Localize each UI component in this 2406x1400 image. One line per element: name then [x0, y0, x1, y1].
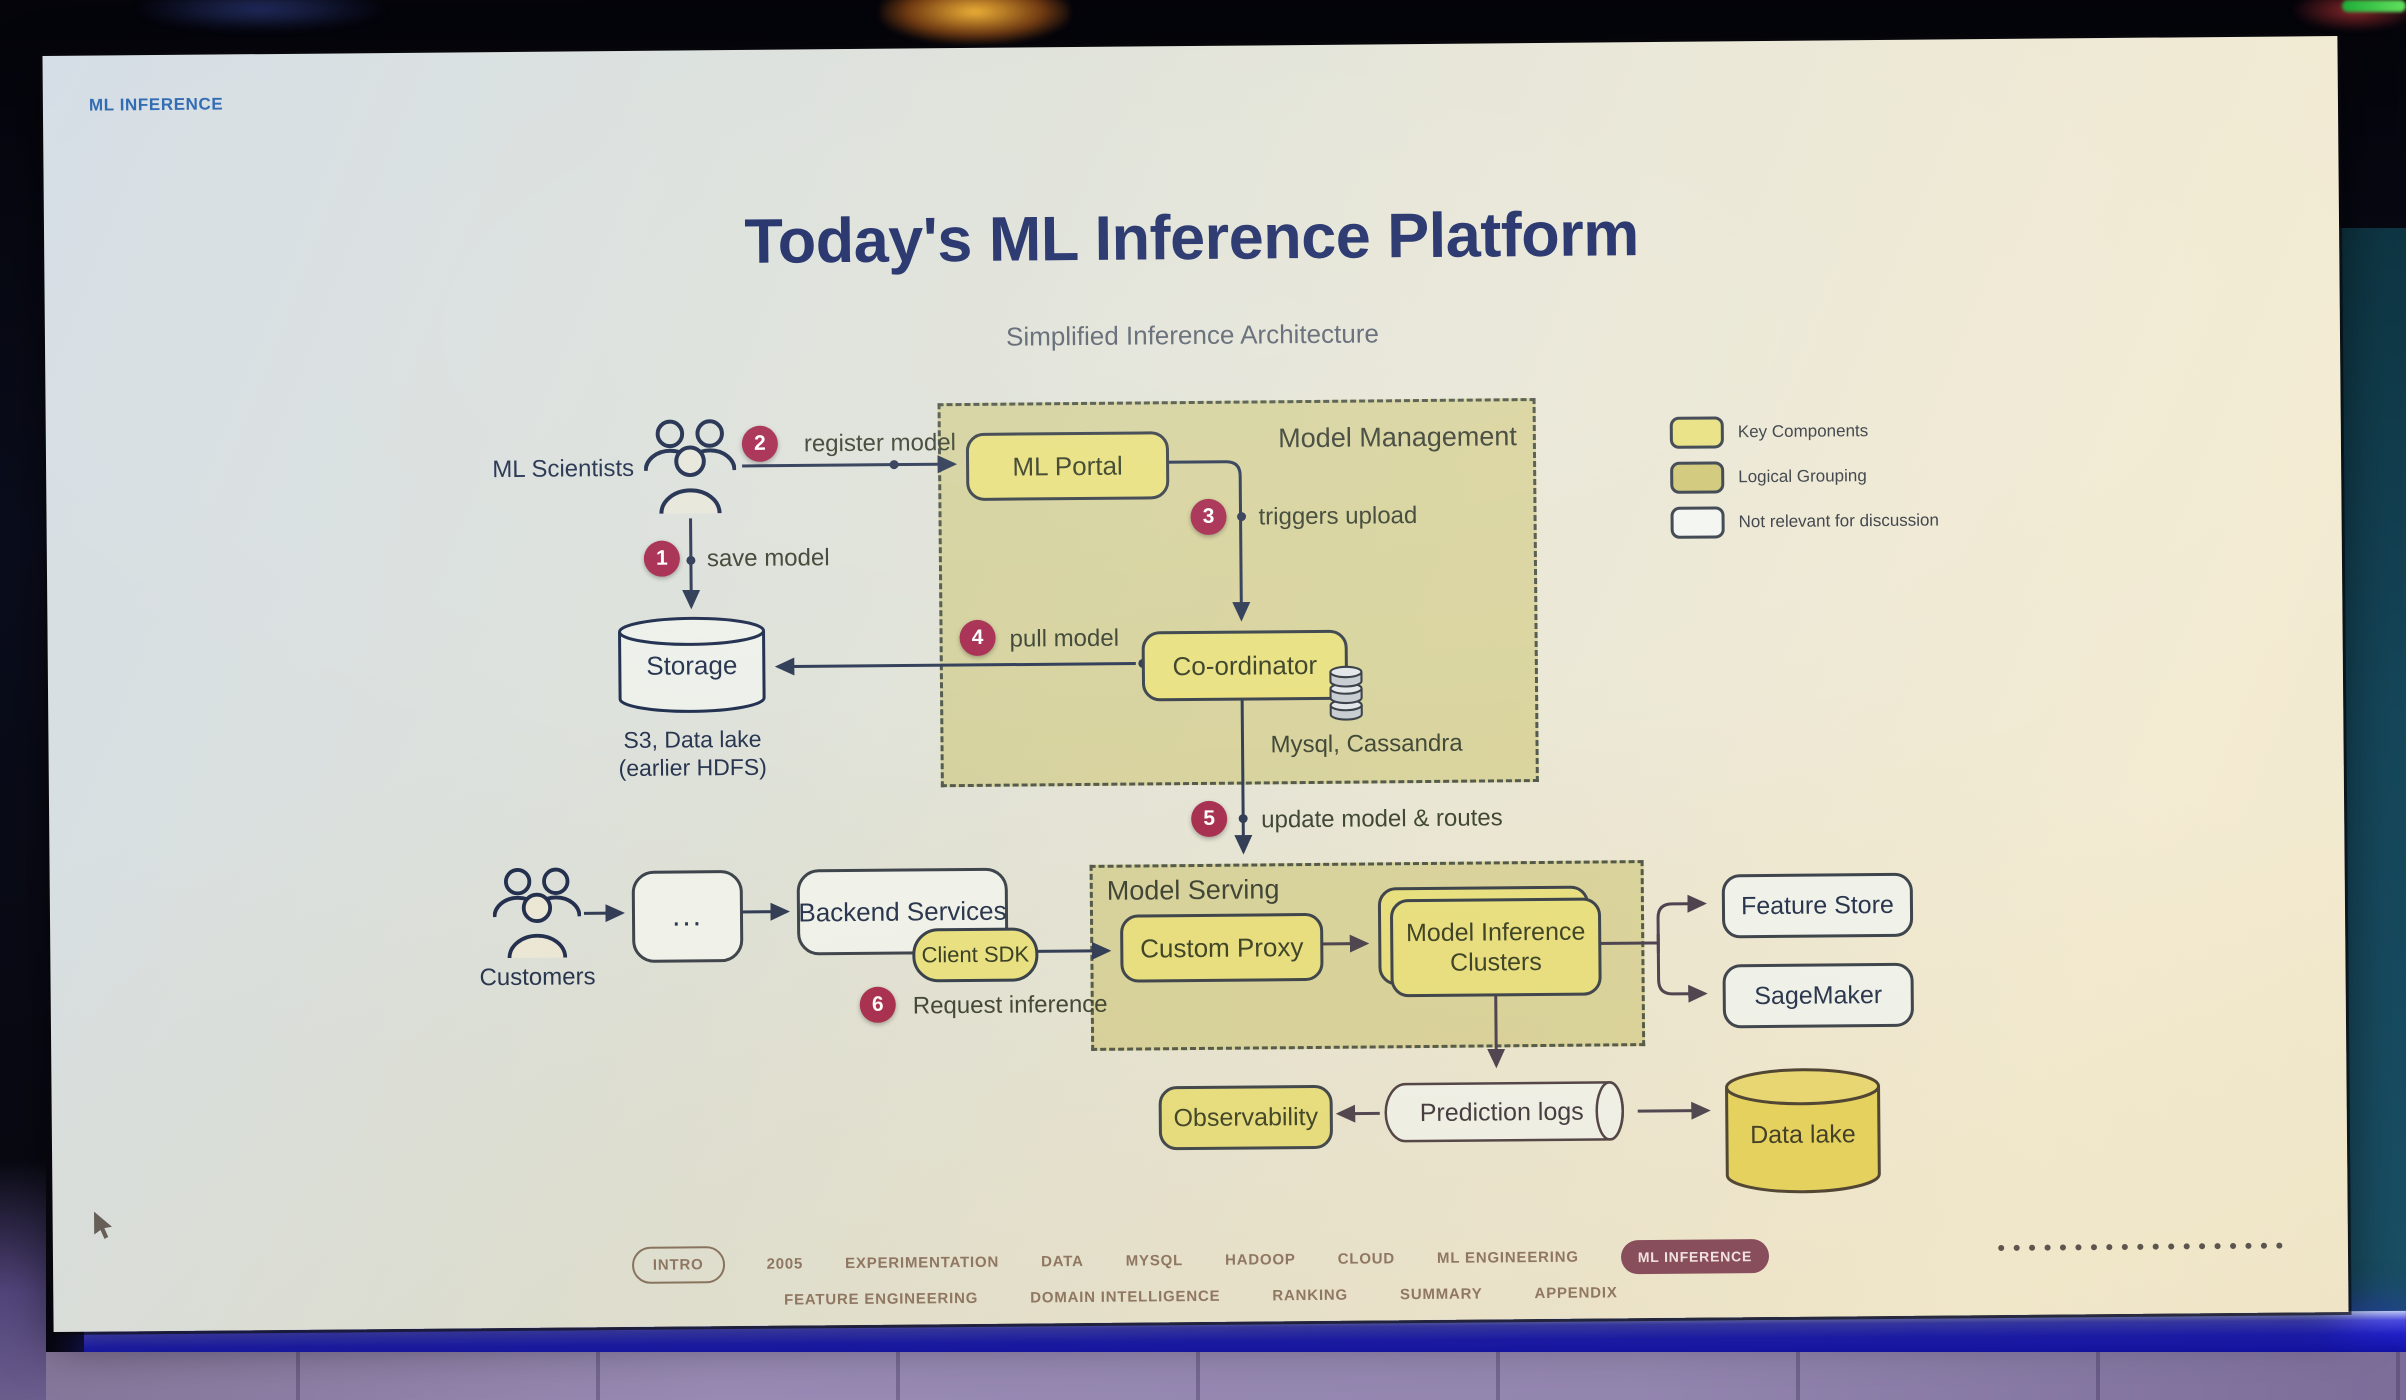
nav-row-2: FEATURE ENGINEERING DOMAIN INTELLIGENCE …: [784, 1284, 1618, 1308]
nav-item-intro[interactable]: INTRO: [631, 1246, 725, 1284]
customers-icon: [492, 866, 582, 961]
storage-caption-line1: S3, Data lake: [623, 725, 762, 753]
ml-portal-node: ML Portal: [965, 431, 1170, 501]
step-2-label: register model: [803, 429, 957, 458]
pagination-dots: ●●●●●●●●●●●●●●●●●●●: [1996, 1236, 2291, 1256]
nav-item-domain-intelligence[interactable]: DOMAIN INTELLIGENCE: [1030, 1287, 1221, 1307]
storage-label: Storage: [646, 649, 738, 681]
step-3-badge: 3: [1190, 498, 1227, 536]
legend-label: Not relevant for discussion: [1738, 510, 1940, 532]
model-inference-clusters-node: Model Inference Clusters: [1389, 897, 1602, 998]
step-4-label: pull model: [1009, 624, 1120, 653]
passthrough-node: ...: [631, 869, 744, 963]
customers-label: Customers: [479, 963, 596, 992]
model-inference-clusters-label-line1: Model Inference: [1405, 917, 1586, 948]
coordinator-db-label: Mysql, Cassandra: [1270, 729, 1463, 759]
slide-title: Today's ML Inference Platform: [744, 199, 1640, 277]
legend: Key Components Logical Grouping Not rele…: [1669, 416, 1940, 553]
data-lake-cylinder: [1723, 1066, 1882, 1199]
nav-item-summary[interactable]: SUMMARY: [1399, 1285, 1483, 1304]
nav-item-hadoop[interactable]: HADOOP: [1224, 1251, 1296, 1269]
stage-light-orange: [880, 0, 1070, 44]
step-5-label: update model & routes: [1261, 804, 1503, 834]
coordinator-node: Co-ordinator: [1141, 629, 1349, 702]
client-sdk-pill: Client SDK: [912, 927, 1039, 983]
key-components-swatch-icon: [1669, 416, 1724, 449]
legend-row-logical-grouping: Logical Grouping: [1670, 461, 1939, 494]
nav-item-mysql[interactable]: MYSQL: [1125, 1252, 1184, 1270]
nav-item-cloud[interactable]: CLOUD: [1337, 1250, 1396, 1268]
nav-item-appendix[interactable]: APPENDIX: [1534, 1284, 1618, 1303]
model-serving-group-title: Model Serving: [1106, 874, 1280, 906]
stage-light-blue: [130, 0, 390, 32]
sagemaker-node: SageMaker: [1722, 962, 1915, 1029]
model-management-group-title: Model Management: [1278, 421, 1517, 454]
model-inference-clusters-label-line2: Clusters: [1449, 947, 1542, 977]
slide-subtitle: Simplified Inference Architecture: [1005, 318, 1380, 352]
stage-wall-left: [0, 1160, 46, 1400]
logical-grouping-swatch-icon: [1670, 461, 1725, 494]
step-1-label: save model: [706, 544, 830, 573]
storage-caption-line2: (earlier HDFS): [618, 753, 767, 782]
stage-light-green: [2342, 0, 2406, 12]
step-1-badge: 1: [643, 540, 681, 577]
database-stack-icon: [1328, 663, 1365, 723]
mouse-cursor-icon: [93, 1211, 115, 1244]
not-relevant-swatch-icon: [1670, 506, 1725, 539]
step-6-badge: 6: [859, 986, 896, 1023]
nav-item-experimentation[interactable]: EXPERIMENTATION: [845, 1253, 1000, 1273]
storage-cylinder-icon: [616, 616, 767, 717]
observability-node: Observability: [1158, 1084, 1334, 1151]
nav-item-ranking[interactable]: RANKING: [1272, 1286, 1349, 1305]
section-tag: ML INFERENCE: [88, 94, 224, 115]
step-6-label: Request inference: [912, 990, 1108, 1020]
legend-row-key-components: Key Components: [1669, 416, 1939, 449]
data-lake-label: Data lake: [1750, 1120, 1856, 1150]
nav-item-data[interactable]: DATA: [1041, 1252, 1084, 1271]
stage-wall: [0, 1352, 2406, 1400]
stage-light-red: [2290, 0, 2406, 32]
step-3-label: triggers upload: [1258, 502, 1418, 531]
nav-item-ml-inference-active[interactable]: ML INFERENCE: [1620, 1238, 1770, 1274]
feature-store-node: Feature Store: [1721, 872, 1914, 939]
step-5-badge: 5: [1191, 800, 1228, 838]
prediction-logs-cylinder: [1381, 1078, 1638, 1146]
ml-scientists-icon: [643, 418, 737, 517]
presentation-slide: ML INFERENCE Today's ML Inference Platfo…: [42, 36, 2349, 1332]
nav-row-1: INTRO 2005 EXPERIMENTATION DATA MYSQL HA…: [631, 1237, 1770, 1284]
nav-item-feature-engineering[interactable]: FEATURE ENGINEERING: [784, 1289, 979, 1309]
step-2-badge: 2: [741, 425, 779, 462]
step-4-badge: 4: [959, 619, 996, 657]
custom-proxy-node: Custom Proxy: [1120, 912, 1324, 983]
nav-item-ml-engineering[interactable]: ML ENGINEERING: [1436, 1248, 1579, 1267]
legend-label: Logical Grouping: [1738, 466, 1867, 487]
legend-label: Key Components: [1737, 421, 1869, 442]
legend-row-not-relevant: Not relevant for discussion: [1670, 506, 1940, 539]
prediction-logs-label: Prediction logs: [1419, 1097, 1584, 1128]
nav-item-2005[interactable]: 2005: [766, 1255, 804, 1273]
ml-scientists-label: ML Scientists: [492, 454, 635, 484]
